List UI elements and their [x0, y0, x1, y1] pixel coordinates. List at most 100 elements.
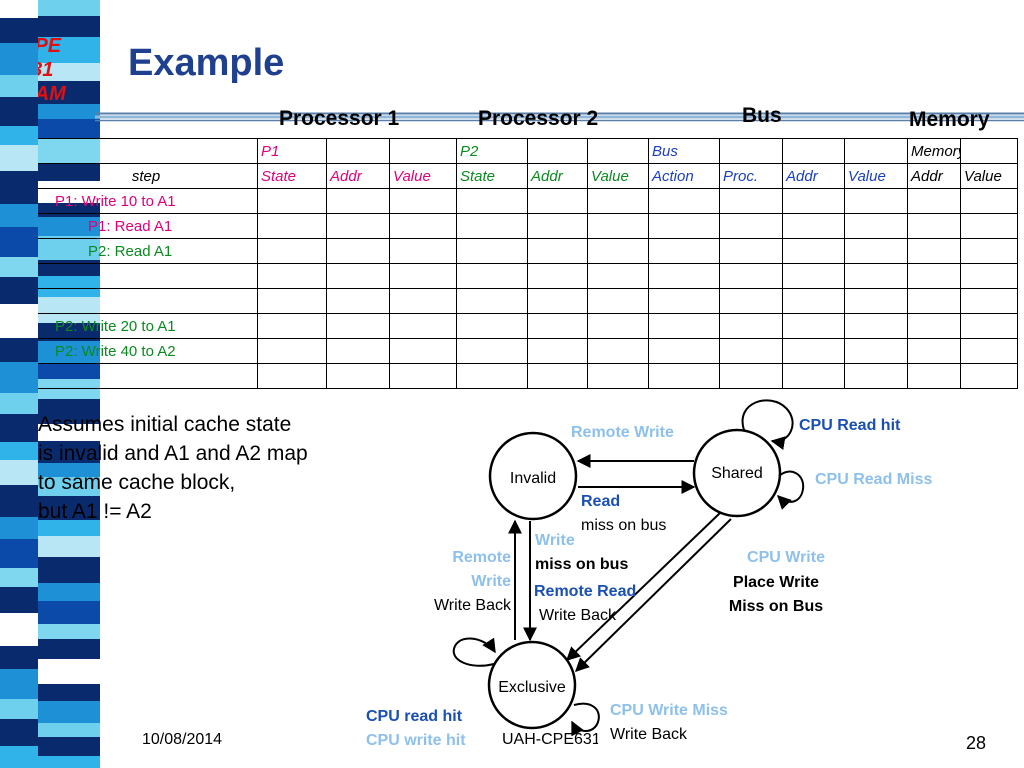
memory-header: Memory: [909, 108, 990, 131]
assumption-line-2: is invalid and A1 and A2 map: [38, 442, 308, 465]
loop-shared-read-miss: [777, 470, 805, 510]
table-header-row-cell: Value: [389, 163, 457, 189]
table-row-cell: [782, 288, 845, 314]
table-row-cell: [844, 288, 908, 314]
table-row-cell: [257, 363, 327, 389]
stripe-block: [0, 43, 38, 75]
table-header-row-cell: Value: [844, 163, 908, 189]
table-row: P2: Write 40 to A2: [34, 338, 1018, 364]
table-row-cell: [844, 188, 908, 214]
loop-exclusive-hits: [452, 637, 496, 667]
table-row-cell: [782, 188, 845, 214]
page-number: 28: [966, 733, 987, 753]
label-write-back-mid: Write Back: [539, 607, 617, 624]
table-row-cell: [257, 288, 327, 314]
label-cpu-write-hit: CPU write hit: [366, 732, 466, 749]
table-row-cell: [907, 263, 961, 289]
table-row-cell: [960, 363, 1018, 389]
table-row-cell: [960, 288, 1018, 314]
table-header-row-cell: Value: [587, 163, 649, 189]
stripe-block: [38, 399, 100, 424]
assumption-line-3: to same cache block,: [38, 471, 236, 494]
stripe-block: [0, 0, 38, 18]
table-row-cell: [648, 338, 720, 364]
table-header-row-cell: step: [34, 163, 258, 189]
footer-course: UAH-CPE631: [502, 731, 598, 748]
table-header-row-cell: Addr: [782, 163, 845, 189]
stripe-block: [38, 701, 100, 723]
stripe-block: [0, 97, 38, 126]
label-write-miss-on-bus: miss on bus: [535, 556, 629, 573]
shared-state: [692, 428, 782, 518]
invalid-state-label: Invalid: [510, 470, 556, 487]
table-row-cell: [648, 188, 720, 214]
table-row: P2: Write 20 to A1: [34, 313, 1018, 339]
table-row-cell: [587, 313, 649, 339]
table-header-group-row-cell: Bus: [648, 138, 720, 164]
table-row-cell: [907, 238, 961, 264]
table-row-cell: [844, 338, 908, 364]
stripe-block: [38, 639, 100, 659]
table-row-cell: [326, 363, 390, 389]
shared-state-label: Shared: [711, 465, 763, 482]
stripe-block: [0, 304, 38, 338]
table-row-cell: [719, 313, 783, 339]
table-header-group-row-cell: [719, 138, 783, 164]
table-header-group-row-cell: [844, 138, 908, 164]
table-row-cell: [326, 213, 390, 239]
table-row: P2: Read A1: [34, 238, 1018, 264]
table-row-cell: [326, 238, 390, 264]
label-read-miss-on-bus: miss on bus: [581, 517, 667, 534]
table-row-cell: [34, 363, 258, 389]
exclusive-state: [487, 640, 577, 730]
stripe-block: [0, 746, 38, 768]
table-row: [34, 363, 1018, 389]
table-header-row-cell: State: [257, 163, 327, 189]
processor1-header: Processor 1: [279, 107, 400, 130]
title-rule: [95, 112, 1024, 122]
table-row-cell: [844, 363, 908, 389]
stripe-block: [0, 145, 38, 171]
table-row-cell: P2: Write 20 to A1: [34, 313, 258, 339]
table-row-cell: [844, 263, 908, 289]
table-row-cell: [648, 238, 720, 264]
bus-header: Bus: [742, 104, 782, 127]
table-row-cell: [456, 338, 528, 364]
table-header-group-row-cell: [389, 138, 457, 164]
table-header-group-row-cell: [326, 138, 390, 164]
table-row-cell: [719, 238, 783, 264]
table-row-cell: [326, 188, 390, 214]
table-row-cell: [527, 338, 588, 364]
stripe-block: [38, 37, 100, 63]
stripe-block: [38, 601, 100, 624]
stripe-block: [38, 536, 100, 557]
table-row-cell: [389, 238, 457, 264]
stripe-block: [38, 520, 100, 536]
stripe-block: [0, 75, 38, 97]
table-row-cell: [389, 338, 457, 364]
stripe-block: [38, 63, 100, 81]
table-row-cell: [960, 338, 1018, 364]
stripe-block: [0, 338, 38, 362]
assumption-line-1: Assumes initial cache state: [38, 413, 292, 436]
table-header-group-row-cell: [527, 138, 588, 164]
table-row: [34, 288, 1018, 314]
table-row-cell: [907, 338, 961, 364]
stripe-block: [38, 756, 100, 768]
table-row-cell: [782, 313, 845, 339]
table-row-cell: [527, 288, 588, 314]
loop-shared-read-hit: [741, 399, 794, 450]
table-row-cell: [527, 263, 588, 289]
table-row-cell: [907, 213, 961, 239]
assumption-note: Assumes initial cache state is invalid a…: [38, 410, 308, 526]
table-header-group-row-cell: [587, 138, 649, 164]
table-row-cell: [648, 313, 720, 339]
table-header-group-row-cell: Memory: [907, 138, 961, 164]
table-row-cell: [782, 338, 845, 364]
processor2-header: Processor 2: [478, 107, 599, 130]
table-row: P1: Write 10 to A1: [34, 188, 1018, 214]
table-row: [34, 263, 1018, 289]
table-row-cell: [960, 238, 1018, 264]
stripe-block: [38, 477, 100, 496]
